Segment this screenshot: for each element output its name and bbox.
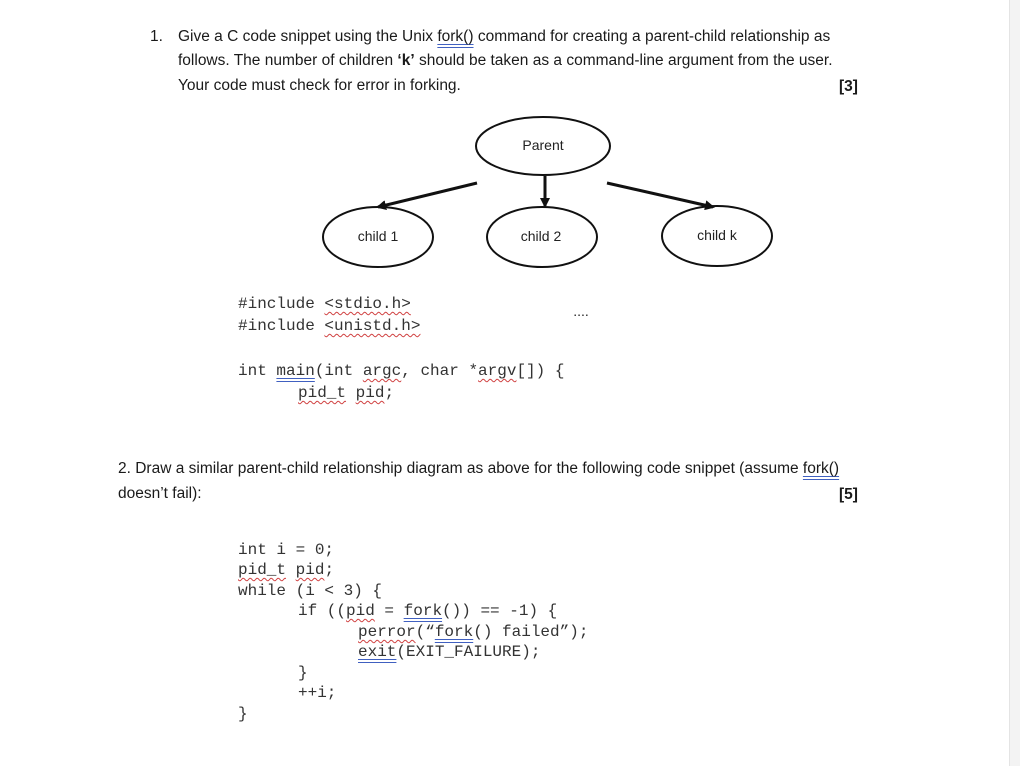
code-token: []) { [516,362,565,380]
ellipsis-label: .... [573,303,589,319]
child-k-label: child k [697,227,738,243]
code1-main-signature: int main(int argc, char *argv[]) { [238,362,564,380]
q2-fork-term: fork() [802,460,840,477]
code-token: ; [384,384,395,402]
q1-fork-term: fork() [437,28,474,45]
code2-line-5: perror(“fork() failed”); [358,623,588,641]
code-token: <unistd.h> [324,317,421,335]
code-token: fork [403,602,443,620]
question-2-line-2: doesn’t fail): [118,485,202,502]
code2-line-9: } [238,705,248,723]
code-token: pid_t [238,561,287,579]
code2-line-7: } [298,664,308,682]
question-1-line-1: Give a C code snippet using the Unix for… [178,28,830,46]
code-token: (“ [415,623,435,641]
code-token: pid_t [298,384,347,402]
code-token [286,561,296,579]
code-token: argc [362,362,402,380]
code-token: if (( [298,602,347,620]
code1-pid-decl: pid_t pid; [298,384,394,402]
code2-line-4: if ((pid = fork()) == -1) { [298,602,557,620]
edge-parent-child-1 [376,181,478,210]
code-token: main [276,362,315,380]
code-token: #include [238,317,325,335]
code-token: = [374,602,404,620]
parent-label: Parent [522,137,563,153]
code-token: perror [358,623,416,641]
code2-line-8: ++i; [298,684,337,702]
code2-line-1: int i = 0; [238,541,335,559]
q1-text: should be taken as a command-line argume… [414,52,833,69]
question-2-line-1: 2. Draw a similar parent-child relations… [118,460,839,478]
child-k-node [661,205,773,267]
code-token: #include [238,295,325,313]
code1-include-unistd: #include <unistd.h> [238,317,420,335]
code2-line-6: exit(EXIT_FAILURE); [358,643,540,661]
code-token: fork [434,623,474,641]
code-token: pid [346,602,375,620]
code-token: ; [324,561,335,579]
code-token: int [238,362,277,380]
code-token: argv [478,362,517,380]
child-2-label: child 2 [521,228,562,244]
q1-text: follows. The number of children [178,52,398,69]
question-1-line-2: follows. The number of children ‘k’ shou… [178,52,833,70]
q1-text: command for creating a parent-child rela… [473,28,831,45]
parent-node [475,116,611,176]
q1-text: Give a C code snippet using the Unix [178,28,438,45]
code1-include-stdio: #include <stdio.h> [238,295,411,313]
question-1-marks: [3] [839,78,858,95]
code-token: <stdio.h> [324,295,411,313]
code-token: ()) == -1) { [442,602,558,620]
page-edge [1009,0,1020,766]
code2-line-3: while (i < 3) { [238,582,383,600]
code-token [346,384,356,402]
code-token: () failed”); [473,623,589,641]
question-2-marks: [5] [839,486,858,503]
code-token: (EXIT_FAILURE); [396,643,541,661]
code-token: (int [314,362,363,380]
code-token: exit [358,643,397,661]
code2-line-2: pid_t pid; [238,561,334,579]
question-1-number: 1. [150,28,163,45]
edge-parent-child-k [606,181,715,211]
question-1-line-3: Your code must check for error in forkin… [178,77,461,94]
q2-text: 2. Draw a similar parent-child relations… [118,460,803,477]
code-token: pid [355,384,385,402]
code-token: , char * [401,362,479,380]
child-1-label: child 1 [358,228,399,244]
q1-k-term: ‘k’ [397,52,415,69]
code-token: pid [295,561,325,579]
